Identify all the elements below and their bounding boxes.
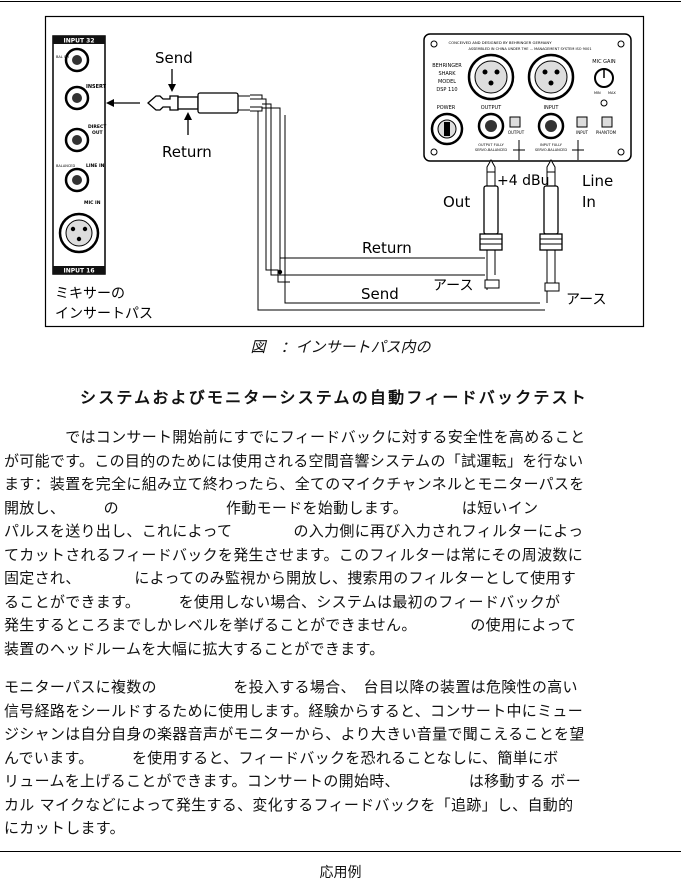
brand-label: BEHRINGER: [432, 63, 462, 69]
text-line: 発生するところまでしかレベルを挙げることができません。 の使用によって: [4, 616, 577, 634]
text-line: ることができます。 を使用しない場合、システムは最初のフィードバックが: [4, 592, 561, 611]
insert-label: INSERT: [86, 84, 107, 90]
bal-label: BAL OR: [56, 55, 70, 59]
svg-text:SHARK: SHARK: [438, 71, 456, 77]
line-in-label: LINE IN: [86, 163, 105, 169]
output-label: OUTPUT: [481, 105, 502, 111]
figure-caption: 図 ：インサートパス内の: [250, 338, 431, 356]
mixer-insert-label-2: インサートパス: [55, 306, 153, 322]
text-line: てカットされるフィードバックを発生させます。このフィルターは常にその周波数に: [4, 545, 584, 564]
ground-label-2: アース: [566, 292, 606, 308]
svg-text:INPUT: INPUT: [576, 130, 589, 135]
input-32-label: INPUT 32: [63, 38, 94, 45]
svg-text:MODEL: MODEL: [438, 79, 456, 85]
svg-text:MAX: MAX: [608, 91, 616, 95]
footer-rule: [0, 851, 681, 852]
return-top-label: Return: [162, 143, 212, 161]
power-label: POWER: [437, 105, 456, 111]
svg-text:PHANTOM: PHANTOM: [596, 130, 617, 135]
text-line: 信号経路をシールドするために使用します。経験からすると、コンサート中にミュー: [4, 701, 584, 720]
mixer-insert-label-1: ミキサーの: [55, 286, 125, 302]
device-small-text-1: CONCEIVED AND DESIGNED BY BEHRINGER GERM…: [448, 40, 552, 45]
svg-text:MIN: MIN: [594, 91, 601, 95]
output-ts-plug: [479, 158, 503, 290]
text-line: モニターパスに複数の を投入する場合、 台目以降の装置は危険性の高い: [4, 678, 578, 696]
svg-text:OUT: OUT: [92, 130, 103, 136]
send-top-label: Send: [155, 49, 193, 67]
input-label: INPUT: [544, 105, 560, 111]
paragraph-2: モニターパスに複数の を投入する場合、 台目以降の装置は危険性の高い 信号経路を…: [4, 676, 680, 841]
mixer-channel-strip: INPUT 32 INPUT 16 BAL OR INSERT DIRECT O…: [52, 35, 107, 275]
balanced-label: BALANCED: [56, 164, 75, 168]
svg-text:SERVO-BALANCED: SERVO-BALANCED: [475, 148, 507, 152]
input-ts-plug: [539, 158, 563, 303]
plus4-dbu-label: +4 dBu: [497, 173, 549, 189]
text-line: ます：装置を完全に組み立て終わったら、全てのマイクチャンネルとモニターパスを: [4, 475, 585, 493]
mic-gain-label: MIC GAIN: [592, 59, 616, 65]
shark-device-panel: CONCEIVED AND DESIGNED BY BEHRINGER GERM…: [423, 33, 632, 162]
svg-text:INPUT FULLY: INPUT FULLY: [540, 143, 563, 147]
text-line: リュームを上げることができます。コンサートの開始時、 は移動する ボー: [4, 772, 582, 790]
text-line: ではコンサート開始前にすでにフィードバックに対する安全性を高めること: [4, 428, 586, 446]
svg-text:SERVO-BALANCED: SERVO-BALANCED: [535, 148, 567, 152]
text-line: んでいます。 を使用すると、フィードバックを恐れることなしに、簡単にボ: [4, 748, 559, 767]
input-16-label: INPUT 16: [63, 268, 94, 275]
text-line: パルスを送り出し、これによって の入力側に再び入力されフィルターによっ: [4, 522, 584, 540]
text-line: にカットします。: [4, 819, 125, 837]
text-line: が可能です。この目的のためには使用される空間音響システムの「試運転」を行ない: [4, 451, 584, 470]
send-wire-label: Send: [361, 285, 399, 303]
text-line: 開放し、 の 作動モードを始動します。 は短いイン: [4, 498, 539, 517]
mic-in-label: MIC IN: [84, 200, 101, 206]
footer-section-title: 応用例: [319, 865, 362, 881]
svg-text:DSP 110: DSP 110: [436, 87, 457, 93]
diagram-frame: [44, 15, 645, 328]
top-rule: [0, 1, 681, 2]
insert-path-diagram: INPUT 32 INPUT 16 BAL OR INSERT DIRECT O…: [44, 15, 645, 328]
ground-label-1: アース: [433, 278, 473, 294]
paragraph-1: ではコンサート開始前にすでにフィードバックに対する安全性を高めること が可能です…: [4, 426, 680, 661]
direct-out-label: DIRECT: [88, 124, 107, 130]
text-line: ジシャンは自分自身の楽器音声がモニターから、より大きい音量で聞こえることを望: [4, 725, 585, 743]
cables: [257, 98, 545, 311]
insert-trs-plug: [147, 92, 263, 114]
text-line: カル マイクなどによって発生する、変化するフィードバックを「追跡」し、自動的: [4, 795, 574, 814]
in-label: In: [582, 193, 596, 211]
text-line: 装置のヘッドルームを大幅に拡大することができます。: [4, 639, 385, 658]
svg-text:OUTPUT: OUTPUT: [508, 130, 525, 135]
text-line: 固定され、 によってのみ監視から開放し、捜索用のフィルターとして使用す: [4, 569, 577, 587]
out-label: Out: [443, 193, 470, 211]
return-wire-label: Return: [362, 239, 412, 257]
device-small-text-2: ASSEMBLED IN CHINA UNDER THE ... MANAGEM…: [468, 47, 591, 51]
section-heading: システムおよびモニターシステムの自動フィードバックテスト: [80, 388, 589, 407]
line-label: Line: [582, 172, 613, 190]
output-fully-label: OUTPUT FULLY: [478, 143, 504, 147]
